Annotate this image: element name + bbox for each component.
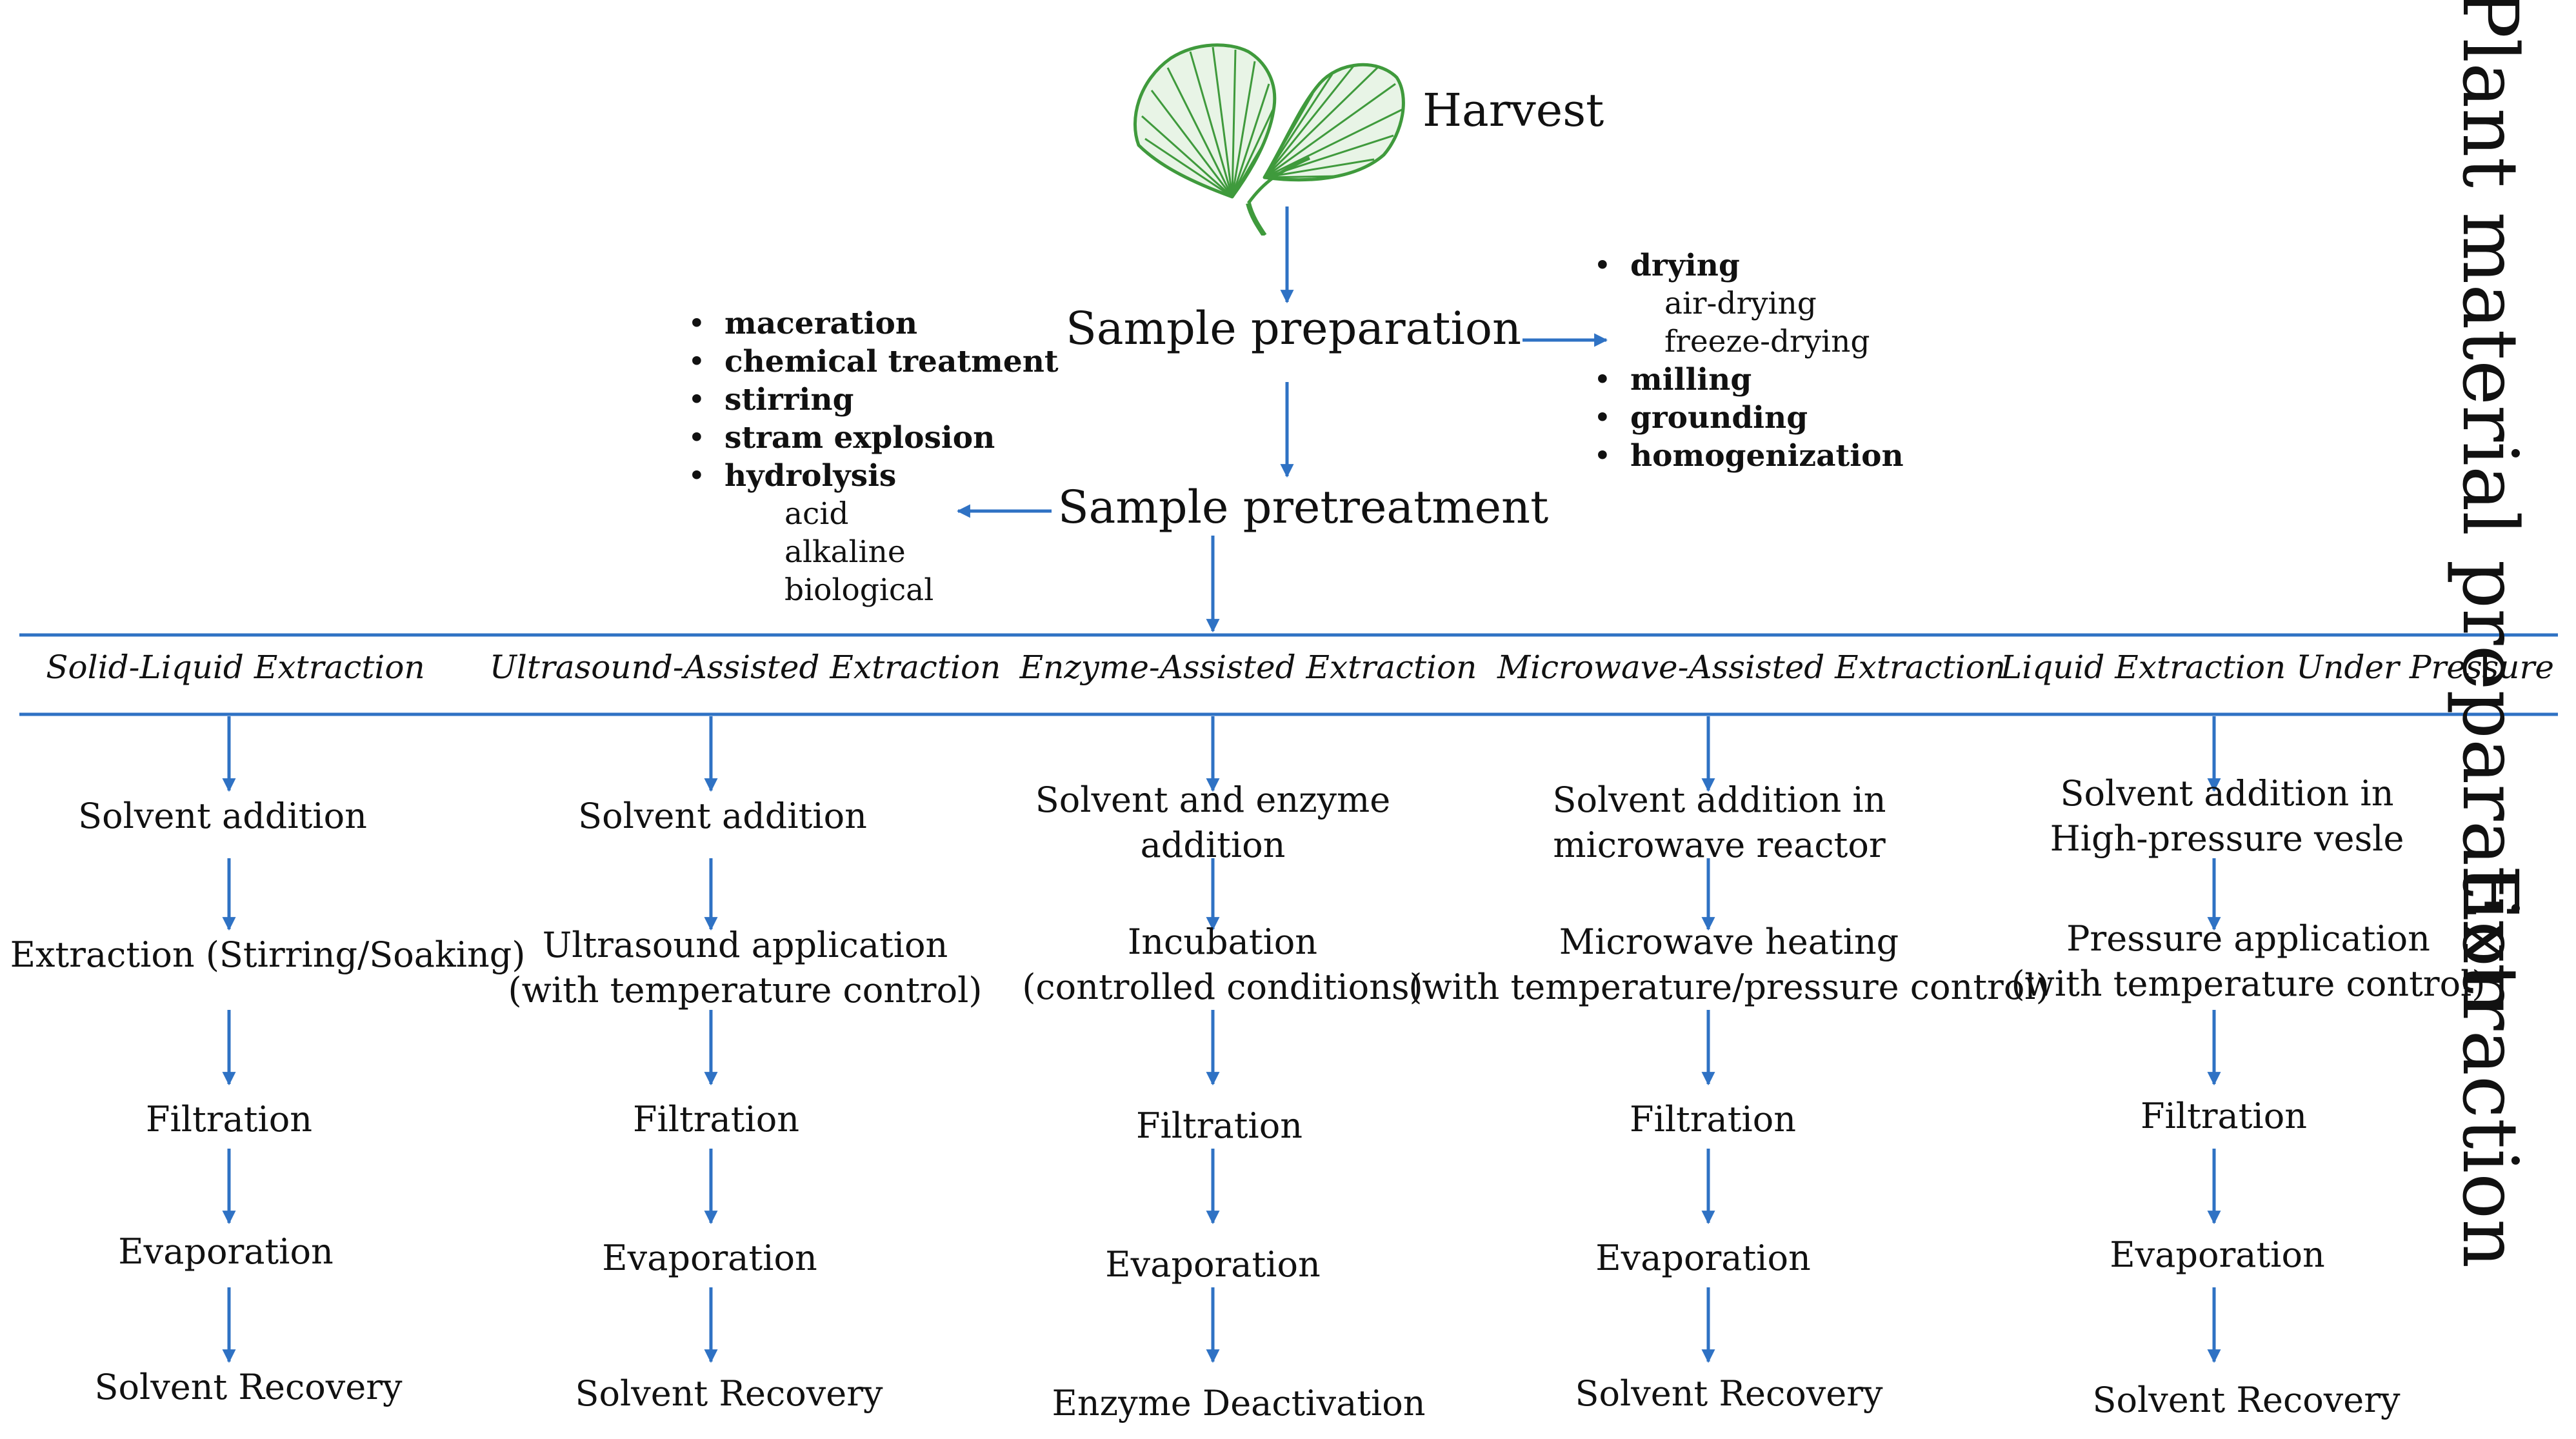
method-step: Evaporation [2110,1234,2325,1275]
method-step: Solvent Recovery [2092,1380,2401,1420]
preparation-option-item: homogenization [1593,437,1904,475]
method-step: Solvent addition [78,796,367,836]
pretreatment-option-subitem: biological [784,572,934,608]
method-step: Incubation(controlled conditions) [1022,921,1423,1007]
method-step: Evaporation [1595,1238,1811,1278]
section-title-plant-preparation: Plant material preparation [2446,0,2535,1016]
sample-preparation-label: Sample preparation [1065,302,1522,355]
method-step: Filtration [1136,1105,1303,1146]
method-title: Ultrasound-Assisted Extraction [489,649,1001,686]
pretreatment-option-item: chemical treatment [688,343,1059,381]
method-title: Enzyme-Assisted Extraction [1019,649,1477,686]
pretreatment-option-item: maceration [688,305,1059,343]
harvest-label: Harvest [1423,84,1604,137]
pretreatment-option-subitem: alkaline [784,534,906,570]
pretreatment-option-subitem: acid [784,496,849,532]
preparation-option-item: grounding [1593,399,1904,437]
method-step: Solvent Recovery [575,1373,883,1414]
method-step: Extraction (Stirring/Soaking) [10,934,526,975]
preparation-option-subitem: air-drying [1664,286,1817,321]
method-step: Evaporation [118,1231,334,1272]
preparation-option-subitem: freeze-drying [1664,324,1870,359]
method-step: Solvent Recovery [1575,1373,1883,1414]
preparation-option-item: drying [1593,247,1904,285]
method-step: Filtration [146,1099,312,1140]
method-title: Liquid Extraction Under Pressure [2001,649,2554,686]
method-step: Evaporation [602,1238,817,1278]
pretreatment-option-item: stirring [688,381,1059,419]
method-step: Evaporation [1105,1244,1321,1285]
method-step: Solvent Recovery [94,1367,403,1407]
pretreatment-option-item: hydrolysis [688,457,1059,495]
method-step: Enzyme Deactivation [1052,1383,1426,1424]
method-step: Solvent addition [578,796,867,836]
pretreatment-options-list: macerationchemical treatmentstirringstra… [688,305,1059,609]
sample-pretreatment-label: Sample pretreatment [1057,481,1549,534]
method-step: Filtration [1630,1099,1796,1140]
method-step: Pressure application(with temperature co… [2011,918,2486,1004]
method-title: Solid-Liquid Extraction [46,649,425,686]
preparation-option-item: milling [1593,361,1904,399]
preparation-options-list: dryingair-dryingfreeze-dryingmillinggrou… [1593,247,1904,475]
ginkgo-leaf-icon [1133,43,1405,236]
method-title: Microwave-Assisted Extraction [1497,649,2006,686]
method-step: Microwave heating(with temperature/press… [1408,921,2050,1007]
pretreatment-option-item: stram explosion [688,419,1059,457]
method-step: Filtration [2141,1096,2307,1136]
method-step: Ultrasound application(with temperature … [508,925,983,1011]
method-step: Filtration [633,1099,799,1140]
